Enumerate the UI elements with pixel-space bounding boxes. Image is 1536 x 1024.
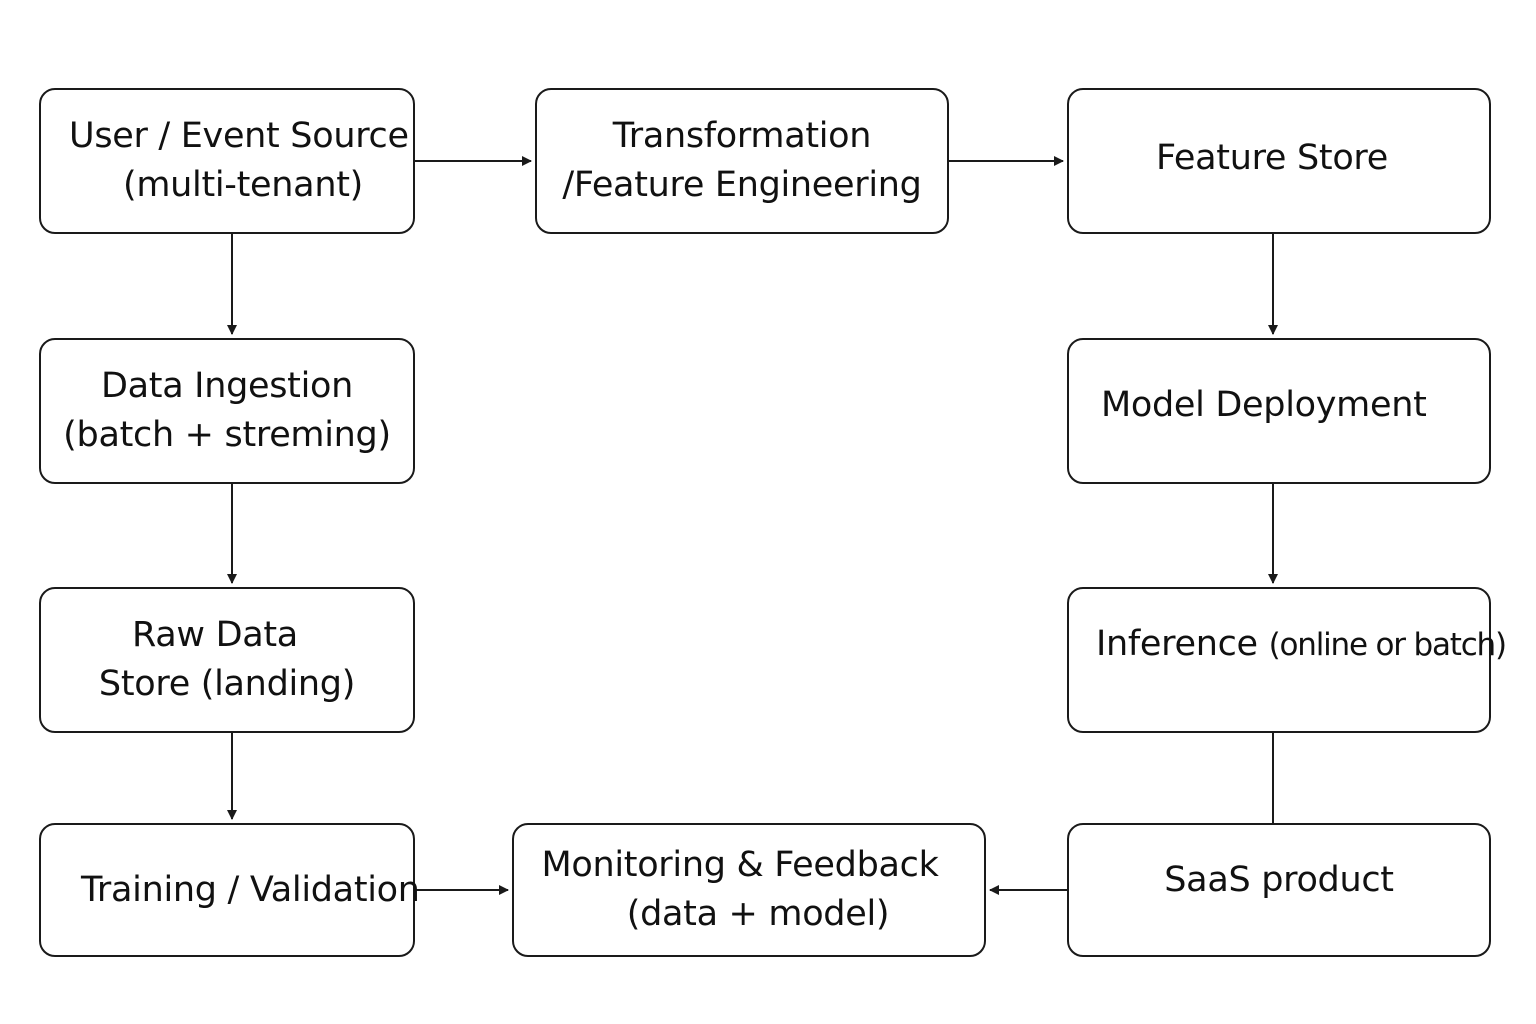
node-label: Feature Store [1156,137,1388,178]
node-label: Transformation [612,116,872,156]
saas-product-node: SaaS product [1067,823,1491,957]
node-sublabel: (online or batch) [1268,627,1507,663]
node-label: Raw Data [132,615,298,655]
node-sublabel: (multi-tenant) [123,165,363,205]
node-sublabel: /Feature Engineering [562,165,922,205]
node-sublabel: (data + model) [626,894,890,934]
node-label: Model Deployment [1101,384,1427,425]
inference-node: Inference (online or batch) [1067,587,1507,733]
training-validation-node: Training / Validation [39,823,420,957]
node-label-row: Inference (online or batch) [1096,620,1507,670]
model-deployment-node: Model Deployment [1067,338,1491,484]
monitoring-feedback-node: Monitoring & Feedback (data + model) [512,823,986,957]
transformation-node: Transformation /Feature Engineering [535,88,949,234]
feature-store-node: Feature Store [1067,88,1491,234]
node-label: Data Ingestion [100,366,354,406]
node-sublabel: (batch + streming) [63,415,391,455]
data-ingestion-node: Data Ingestion (batch + streming) [39,338,415,484]
node-label: Monitoring & Feedback [541,845,939,885]
node-label: SaaS product [1164,859,1394,900]
user-event-source-node: User / Event Source (multi-tenant) [39,88,415,234]
node-label: Inference [1096,624,1258,664]
raw-data-store-node: Raw Data Store (landing) [39,587,415,733]
node-label: Training / Validation [81,869,420,910]
node-label: User / Event Source [69,116,409,156]
node-sublabel: Store (landing) [98,664,356,704]
